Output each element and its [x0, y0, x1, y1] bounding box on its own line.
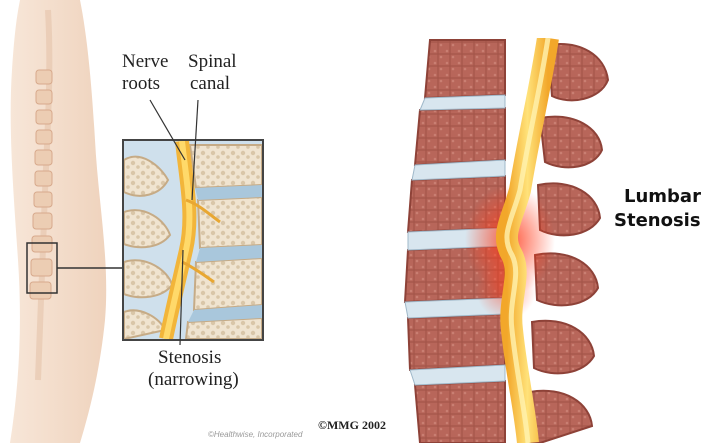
spinal-canal-label-line2: canal [190, 74, 230, 94]
stenosis-label-line2: (narrowing) [148, 370, 239, 390]
nerve-roots-label-line2: roots [122, 74, 160, 94]
lumbar-stenosis-title-line1: Lumbar [624, 186, 701, 208]
lumbar-stenosis-title-line2: Stenosis [614, 210, 701, 232]
spinal-canal-label-line1: Spinal [188, 52, 237, 72]
healthwise-credit: ©Healthwise, Incorporated [208, 430, 302, 439]
stenosis-label-line1: Stenosis [158, 348, 221, 368]
nerve-roots-label-line1: Nerve [122, 52, 168, 72]
lumbar-spine-illustration [403, 38, 610, 443]
mmg-credit: ©MMG 2002 [318, 418, 386, 433]
body-silhouette [10, 0, 106, 443]
spine-inset [123, 140, 263, 340]
